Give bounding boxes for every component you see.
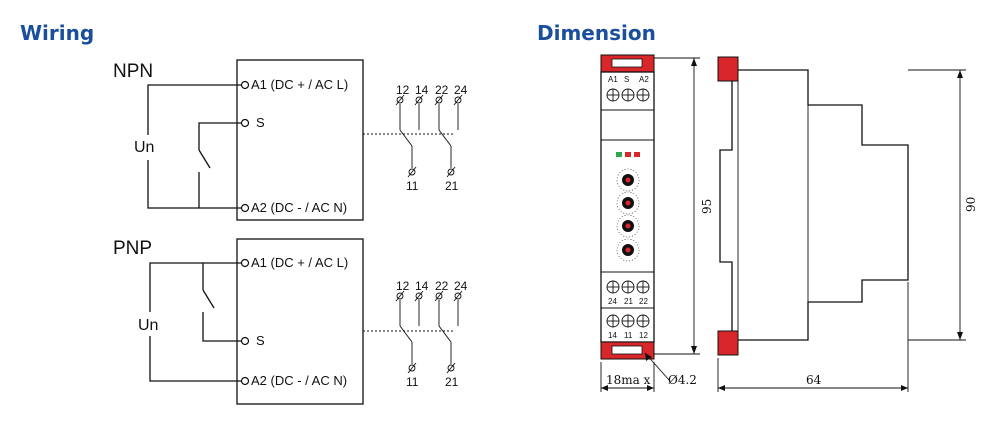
pnp-sensor-switch [202, 289, 215, 309]
dimension-95: 95 [654, 57, 714, 355]
npn-a2-label: A2 (DC - / AC N) [251, 200, 347, 215]
dim-width-label: 18ma x [606, 373, 651, 387]
device-front-view: A1 S A2 24 21 22 [600, 54, 655, 360]
dim-64-label: 64 [806, 373, 822, 387]
pnp-supply-bottom-wire [149, 336, 245, 382]
dim-hole-label: Ø4.2 [668, 373, 697, 387]
pnp-term-11: 11 [406, 375, 419, 389]
top-screw-terminals [606, 88, 650, 102]
npn-s-terminal [240, 118, 250, 128]
dimension-width: 18ma x Ø4.2 [600, 352, 697, 392]
top-clip-slot [611, 58, 643, 68]
dim-90-label: 90 [964, 197, 978, 212]
setting-knobs [616, 168, 640, 262]
relay2-led [634, 152, 640, 157]
relay1-led [625, 152, 631, 157]
pnp-term-22: 22 [435, 279, 449, 293]
npn-sensor-switch [198, 149, 211, 169]
pnp-terminal-marks [395, 290, 463, 374]
dimension-64: 64 [717, 282, 909, 392]
dev-term-24: 24 [608, 297, 617, 306]
dev-term-22: 22 [639, 297, 648, 306]
pnp-title: PNP [113, 238, 152, 259]
pnp-term-14: 14 [415, 279, 429, 293]
npn-title: NPN [113, 61, 153, 82]
pnp-term-24: 24 [454, 279, 468, 293]
npn-un-label: Un [134, 139, 154, 156]
dim-95-label: 95 [700, 199, 714, 214]
pnp-relay-box [236, 238, 364, 405]
dimension-90: 90 [908, 69, 978, 341]
side-top-clip [717, 56, 739, 82]
npn-term-22: 22 [435, 83, 449, 97]
npn-supply-top-wire [147, 84, 245, 135]
dev-term-12: 12 [639, 331, 648, 340]
npn-term-11: 11 [406, 179, 419, 193]
pnp-a1-label: A1 (DC + / AC L) [251, 255, 348, 270]
pnp-s-terminal [240, 336, 250, 346]
dev-term-s: S [624, 75, 629, 84]
npn-sensor-wire-top [198, 122, 245, 150]
npn-contact-wires [399, 104, 459, 168]
pnp-s-label: S [256, 333, 265, 348]
dev-term-14: 14 [608, 331, 617, 340]
dev-term-a1: A1 [608, 75, 618, 84]
pnp-contact-wires [399, 300, 459, 364]
pnp-supply-top-wire [149, 262, 245, 312]
mid-screw-terminals [606, 280, 650, 294]
npn-term-21: 21 [445, 179, 459, 193]
bottom-screw-terminals [606, 314, 650, 328]
dimension-heading: Dimension [537, 21, 656, 45]
bottom-clip-slot [611, 345, 643, 355]
npn-diagram: NPN Un A1 (DC + / AC L) S A2 (DC - / AC … [113, 59, 468, 221]
npn-s-label: S [256, 115, 265, 130]
dev-term-11: 11 [624, 331, 633, 340]
npn-term-24: 24 [454, 83, 468, 97]
dev-term-21: 21 [624, 297, 633, 306]
npn-supply-bottom-wire [147, 160, 245, 209]
npn-term-12: 12 [396, 83, 410, 97]
wiring-heading: Wiring [20, 21, 94, 45]
npn-a1-terminal [240, 80, 250, 90]
pnp-term-12: 12 [396, 279, 410, 293]
pnp-a2-label: A2 (DC - / AC N) [251, 373, 347, 388]
pnp-un-label: Un [138, 317, 158, 334]
npn-relay-box [236, 59, 364, 221]
pnp-diagram: PNP Un A1 (DC + / AC L) S A2 (DC - / AC … [113, 238, 468, 405]
pnp-a2-terminal [240, 376, 250, 386]
device-side-view [717, 56, 909, 356]
npn-a2-terminal [240, 203, 250, 213]
side-rail-slot [719, 81, 733, 331]
pnp-a1-terminal [240, 258, 250, 268]
npn-terminal-marks [395, 94, 463, 178]
pnp-sensor-wire-bottom [202, 312, 245, 342]
npn-term-14: 14 [415, 83, 429, 97]
pnp-term-21: 21 [445, 375, 459, 389]
power-led [616, 152, 622, 157]
npn-a1-label: A1 (DC + / AC L) [251, 77, 348, 92]
side-profile [738, 69, 909, 341]
side-bottom-clip [717, 330, 739, 356]
dev-term-a2: A2 [639, 75, 649, 84]
